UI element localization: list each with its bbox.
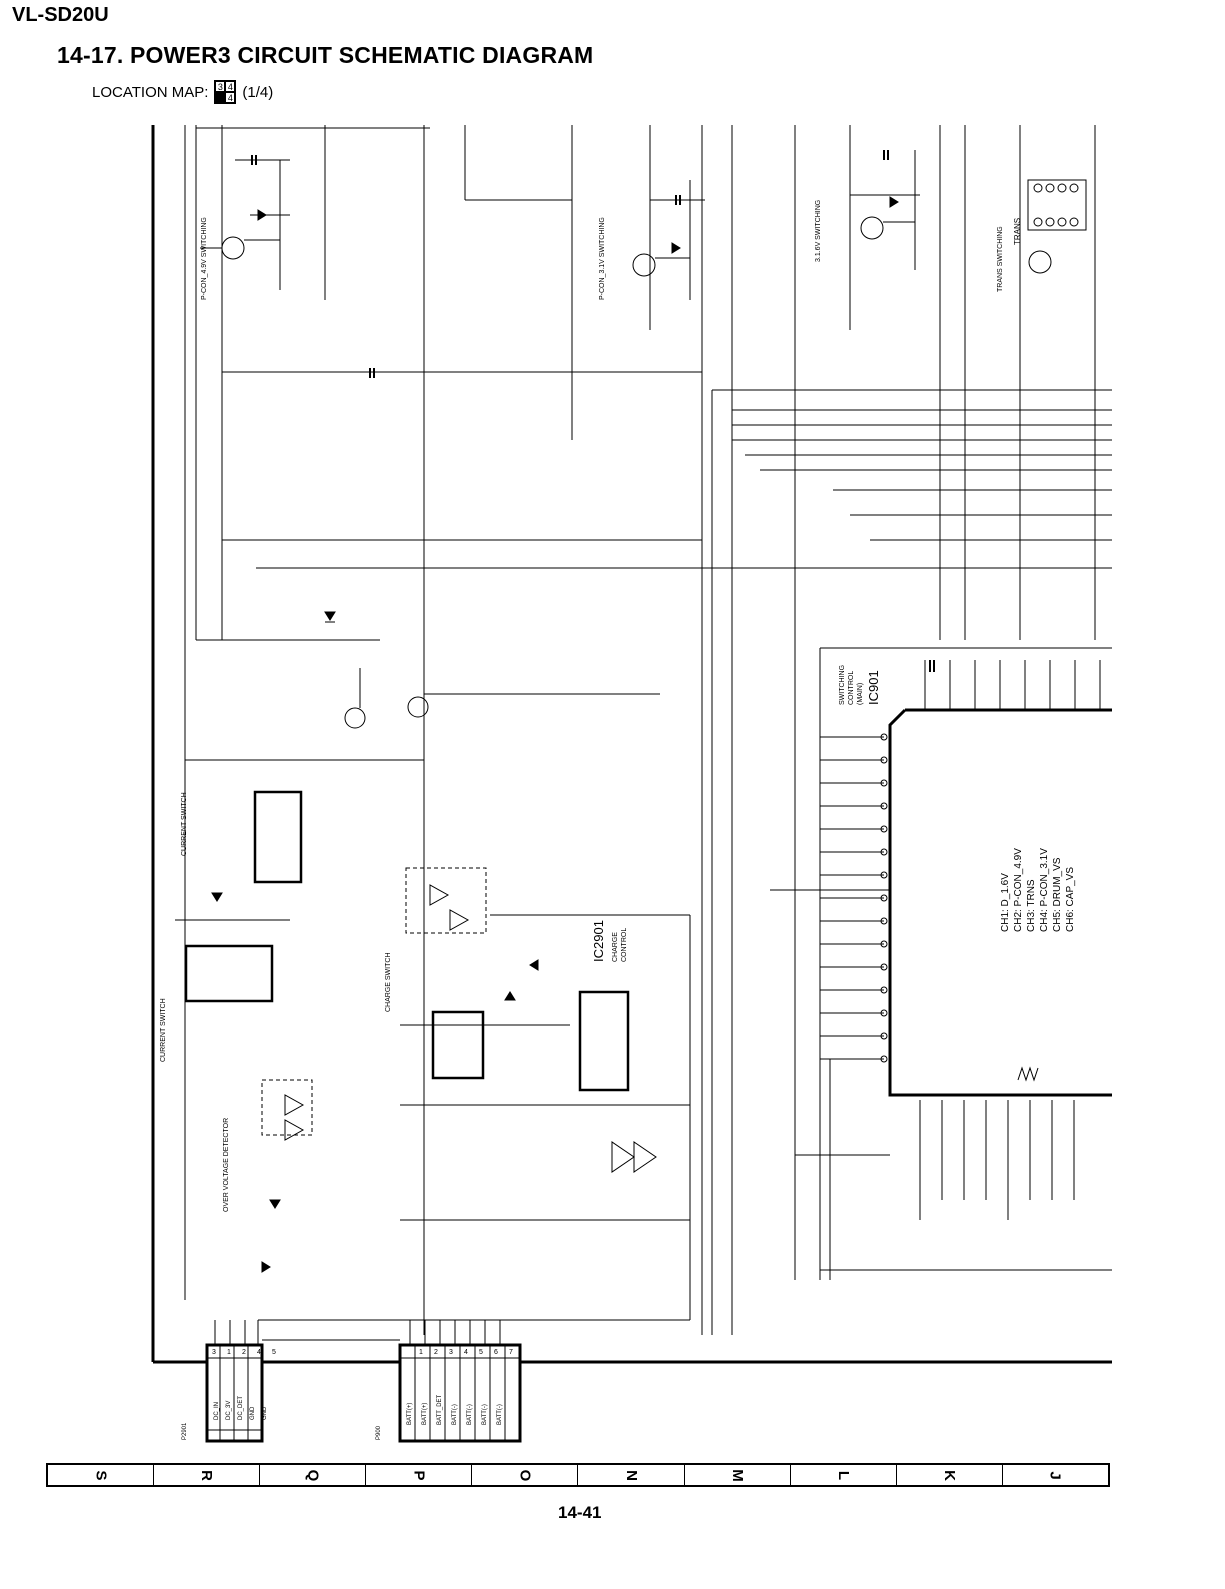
connector-p2901: 1 2 3 4 5 DC_IN DC_3V DC_DET GND GND P29…	[182, 1343, 276, 1443]
location-map: LOCATION MAP: 3 4 2 4 (1/4)	[92, 80, 273, 104]
grid-column: S	[48, 1465, 155, 1485]
connector-label: BATT(+)	[407, 1403, 413, 1425]
channel-label: CH3: TRNS	[1026, 879, 1037, 932]
grid-letter: S	[92, 1469, 110, 1481]
grid-letter: J	[1046, 1470, 1064, 1480]
location-cell: 4	[225, 81, 236, 92]
block-label-q913: TRANS SWITCHING	[997, 226, 1004, 292]
location-cell: 3	[215, 81, 226, 92]
block-label-q911: P-CON_3.1V SWITCHING	[599, 217, 606, 300]
ic901-label-2: CONTROL	[848, 671, 855, 705]
connector-pin: 2	[242, 1349, 246, 1356]
block-label-q910: P-CON_4.9V SWITCHING	[201, 217, 208, 300]
connector-label: DC_IN	[214, 1402, 220, 1420]
connector-label: BATT_DET	[437, 1394, 443, 1425]
grid-letter: N	[622, 1469, 640, 1481]
grid-column: N	[578, 1465, 685, 1485]
grid-column: R	[154, 1465, 261, 1485]
block-label-q912: 3.1.6V SWITCHING	[815, 200, 822, 262]
connector-pin: 5	[479, 1349, 483, 1356]
connector-ref: P900	[376, 1425, 382, 1440]
ic901-ref: IC901	[866, 670, 881, 705]
grid-column: Q	[260, 1465, 367, 1485]
location-cell: 4	[225, 92, 236, 103]
channel-label: CH6: CAP_VS	[1065, 867, 1076, 932]
connector-pin: 2	[434, 1349, 438, 1356]
block-label-ovd: OVER VOLTAGE DETECTOR	[223, 1118, 230, 1212]
block-label-q2932: CURRENT SWITCH	[181, 792, 188, 856]
grid-column: K	[897, 1465, 1003, 1485]
connector-pin: 4	[464, 1349, 468, 1356]
connector-pin: 4	[257, 1349, 261, 1356]
ic2901-ref: IC2901	[591, 920, 606, 962]
connector-pin: 1	[419, 1349, 423, 1356]
connector-pin: 3	[449, 1349, 453, 1356]
connector-label: BATT(-)	[452, 1404, 458, 1425]
page-title: 14-17. POWER3 CIRCUIT SCHEMATIC DIAGRAM	[57, 42, 594, 68]
location-cell-current: 2	[215, 92, 226, 103]
channel-label: CH4: P-CON_3.1V	[1039, 848, 1050, 932]
connector-label: BATT(+)	[422, 1403, 428, 1425]
connector-label: BATT(-)	[467, 1404, 473, 1425]
grid-letter: M	[728, 1468, 746, 1482]
grid-column: J	[1003, 1465, 1108, 1485]
connector-p900: 1 2 3 4 5 6 7 BATT(+) BATT(+) BATT_DET B…	[207, 1343, 522, 1443]
connector-pin: 6	[494, 1349, 498, 1356]
grid-letter: P	[410, 1469, 428, 1481]
grid-letter: R	[198, 1469, 216, 1481]
connector-label: BATT(-)	[482, 1404, 488, 1425]
ic901-label-3: (MAIN)	[857, 683, 864, 705]
ic901-label-1: SWITCHING	[839, 665, 846, 705]
connector-pin: 3	[212, 1349, 216, 1356]
connector-label: GND	[262, 1406, 268, 1420]
page-number: 14-41	[558, 1503, 602, 1522]
grid-letter: O	[516, 1469, 534, 1481]
location-map-label: LOCATION MAP:	[92, 83, 209, 101]
connector-label: DC_3V	[226, 1401, 232, 1420]
connector-pin: 1	[227, 1349, 231, 1356]
connector-pin: 7	[509, 1349, 513, 1356]
grid-letter: L	[834, 1470, 852, 1480]
connector-pin: 5	[272, 1349, 276, 1356]
block-label-trans: TRANS	[1013, 218, 1022, 245]
channel-label: CH2: P-CON_4.9V	[1013, 848, 1024, 932]
connector-label: GND	[250, 1406, 256, 1420]
model-name: VL-SD20U	[12, 4, 109, 26]
location-map-page: (1/4)	[242, 83, 274, 101]
ic2901-label-2: CONTROL	[621, 928, 628, 962]
block-label-q2924: CHARGE SWITCH	[385, 953, 392, 1013]
grid-column: O	[472, 1465, 579, 1485]
location-map-grid: 3 4 2 4	[214, 80, 237, 104]
connector-label: BATT(-)	[497, 1404, 503, 1425]
grid-letter: K	[940, 1469, 958, 1481]
grid-letter: Q	[304, 1469, 322, 1481]
grid-column: L	[791, 1465, 897, 1485]
channel-label: CH1: D_1.6V	[1000, 873, 1011, 932]
connector-label: DC_DET	[238, 1396, 244, 1420]
connector-ref: P2901	[182, 1422, 188, 1440]
channel-label: CH5: DRUM_VS	[1052, 857, 1063, 932]
block-label-q2933: CURRENT SWITCH	[160, 998, 167, 1062]
grid-column: P	[366, 1465, 473, 1485]
ic2901-label-1: CHARGE	[612, 932, 619, 962]
grid-reference-bar: S R Q P O N M L K J	[46, 1463, 1110, 1487]
grid-column: M	[685, 1465, 791, 1485]
